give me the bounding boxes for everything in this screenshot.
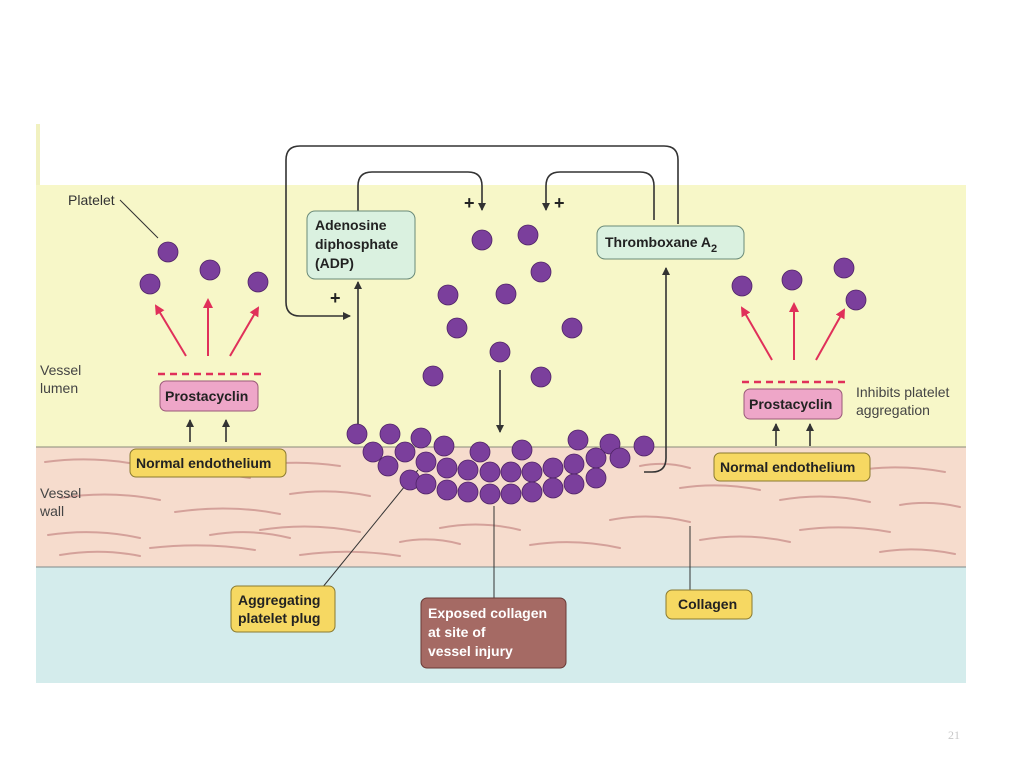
platelet-label: Platelet xyxy=(68,192,115,208)
lumen-left-tab xyxy=(36,124,40,185)
platelet-cell xyxy=(521,461,543,483)
platelet-cell xyxy=(379,423,401,445)
platelet-cell xyxy=(247,271,269,293)
red-arrow-right-a xyxy=(741,306,773,361)
vessel-lumen-label-line-2: lumen xyxy=(40,380,78,396)
platelet-cell xyxy=(561,317,583,339)
prostacyclin-box-left: Prostacyclin xyxy=(159,380,259,412)
platelet-cell xyxy=(495,283,517,305)
platelet-cell xyxy=(521,481,543,503)
platelet-cell xyxy=(436,479,458,501)
thromboxane-box: Thromboxane A2 xyxy=(596,225,745,260)
thromboxane-label: Thromboxane A xyxy=(605,234,711,250)
plus-sign-thromboxane-loop: + xyxy=(554,193,565,213)
platelet-cell xyxy=(410,427,432,449)
adp-line-2: diphosphate xyxy=(315,236,398,252)
platelet-cell xyxy=(457,481,479,503)
red-arrow-right-c xyxy=(815,308,845,361)
platelet-cell xyxy=(199,259,221,281)
svg-text:Thromboxane A2: Thromboxane A2 xyxy=(605,234,717,255)
red-arrow-left-c xyxy=(229,306,260,357)
platelet-cell xyxy=(500,461,522,483)
platelet-cell xyxy=(845,289,867,311)
platelet-cell xyxy=(346,423,368,445)
platelet-cell xyxy=(585,447,607,469)
prostacyclin-label-right: Prostacyclin xyxy=(749,396,832,412)
platelet-cell xyxy=(471,229,493,251)
plug-to-thromboxane-arrow xyxy=(644,267,670,473)
adp-line-1: Adenosine xyxy=(315,217,387,233)
normal-endothelium-label-right: Normal endothelium xyxy=(720,459,855,475)
platelet-cell xyxy=(436,457,458,479)
platelet-cell xyxy=(489,341,511,363)
wall-texture xyxy=(44,458,961,557)
platelet-cell xyxy=(479,461,501,483)
exposed-collagen-line-1: Exposed collagen xyxy=(428,605,547,621)
platelet-cell xyxy=(781,269,803,291)
platelet-cell xyxy=(415,451,437,473)
page-number: 21 xyxy=(948,728,960,742)
collagen-box: Collagen xyxy=(665,589,753,620)
platelet-cell xyxy=(542,457,564,479)
normal-endothelium-box-left: Normal endothelium xyxy=(129,448,287,478)
platelet-cell xyxy=(479,483,501,505)
aggregating-plug-line-2: platelet plug xyxy=(238,610,320,626)
platelet-cell xyxy=(563,453,585,475)
plus-sign-adp-loop: + xyxy=(464,193,475,213)
platelet-cell xyxy=(530,366,552,388)
exposed-collagen-line-2: at site of xyxy=(428,624,486,640)
normal-endothelium-label-left: Normal endothelium xyxy=(136,455,271,471)
platelet-cell xyxy=(469,441,491,463)
inhibits-label-line-2: aggregation xyxy=(856,402,930,418)
platelet-cell xyxy=(394,441,416,463)
platelet-cell xyxy=(157,241,179,263)
thromboxane-to-adp-loop xyxy=(285,145,679,320)
plus-sign-adp-input: + xyxy=(330,288,341,308)
adp-box: Adenosine diphosphate (ADP) xyxy=(306,210,416,280)
vessel-wall-label-line-1: Vessel xyxy=(40,485,81,501)
platelet-cell xyxy=(542,477,564,499)
thromboxane-feedback-arrow xyxy=(542,171,655,220)
inhibits-label-line-1: Inhibits platelet xyxy=(856,384,950,400)
platelet-cell xyxy=(511,439,533,461)
platelets xyxy=(139,224,867,505)
thromboxane-subscript: 2 xyxy=(711,243,717,255)
platelet-cell xyxy=(446,317,468,339)
vessel-wall-label-line-2: wall xyxy=(39,503,64,519)
adp-line-3: (ADP) xyxy=(315,255,354,271)
plug-leader-line xyxy=(321,469,419,589)
prostacyclin-box-right: Prostacyclin xyxy=(743,388,843,420)
exposed-collagen-line-3: vessel injury xyxy=(428,643,513,659)
collagen-label: Collagen xyxy=(678,596,737,612)
red-arrows xyxy=(154,298,845,361)
platelet-cell xyxy=(362,441,384,463)
platelet-cell xyxy=(422,365,444,387)
red-arrow-left-a xyxy=(154,304,187,357)
platelet-cell xyxy=(457,459,479,481)
platelet-cell xyxy=(437,284,459,306)
platelet-cell xyxy=(530,261,552,283)
platelet-cell xyxy=(833,257,855,279)
platelet-cell xyxy=(633,435,655,457)
aggregating-plug-line-1: Aggregating xyxy=(238,592,320,608)
adp-feedback-arrow xyxy=(357,171,486,220)
exposed-collagen-box: Exposed collagen at site of vessel injur… xyxy=(420,597,567,669)
platelet-cell xyxy=(563,473,585,495)
platelet-cell xyxy=(377,455,399,477)
normal-endothelium-box-right: Normal endothelium xyxy=(713,452,871,482)
platelet-cell xyxy=(139,273,161,295)
platelet-cell xyxy=(517,224,539,246)
platelet-cell xyxy=(585,467,607,489)
platelet-cell xyxy=(609,447,631,469)
platelet-cell xyxy=(433,435,455,457)
aggregating-plug-box: Aggregating platelet plug xyxy=(230,585,336,633)
platelet-cell xyxy=(500,483,522,505)
platelet-cell xyxy=(731,275,753,297)
platelet-cell xyxy=(415,473,437,495)
vessel-lumen-label-line-1: Vessel xyxy=(40,362,81,378)
platelet-cell xyxy=(567,429,589,451)
prostacyclin-label-left: Prostacyclin xyxy=(165,388,248,404)
platelet-leader-line xyxy=(119,199,159,239)
